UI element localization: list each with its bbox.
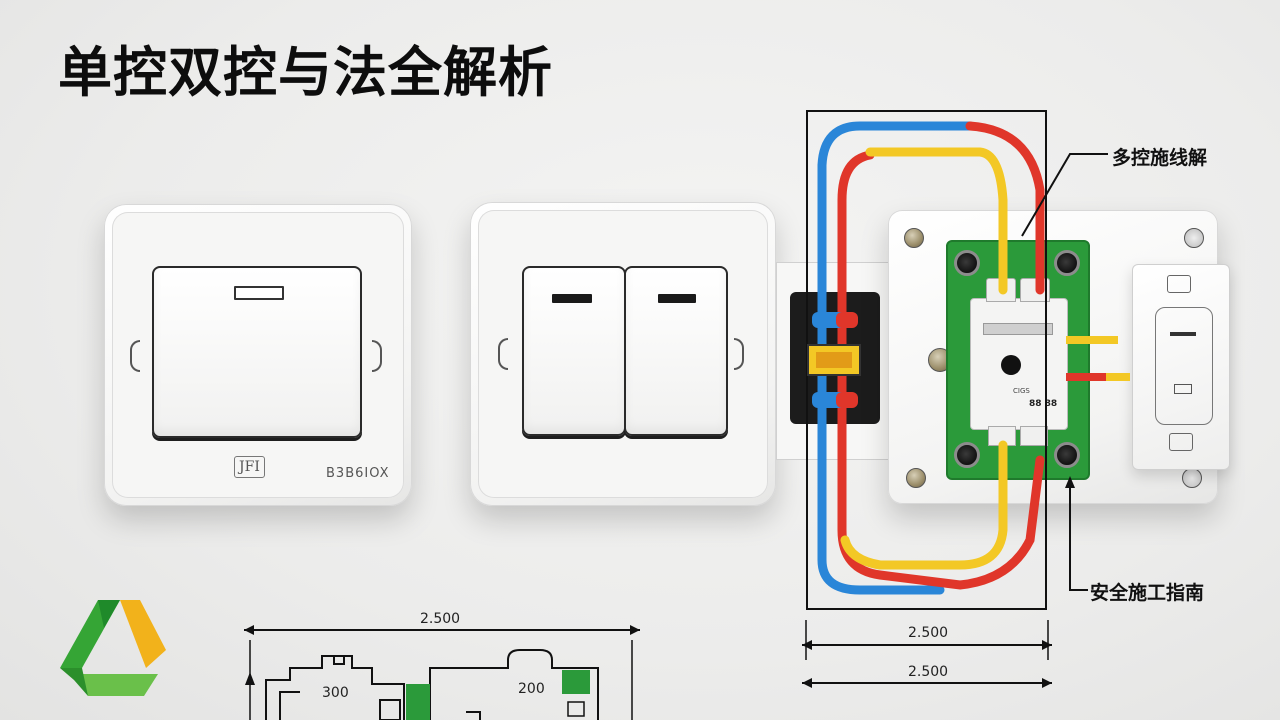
model-text: B3B6IOX xyxy=(326,466,390,481)
screw-icon xyxy=(1184,228,1204,248)
arrow-icon xyxy=(1065,476,1075,488)
junction-terminal xyxy=(836,392,858,408)
left-notch-icon xyxy=(130,340,140,372)
arrow-icon xyxy=(802,640,812,650)
left-rocker-button[interactable] xyxy=(522,266,626,436)
panel-button[interactable] xyxy=(1155,307,1213,425)
screw-icon xyxy=(904,228,924,248)
dim-label-right-lower: 2.500 xyxy=(908,664,949,680)
module-label: 88 88 xyxy=(1029,399,1058,409)
dim-label-bottom-left: 2.500 xyxy=(420,611,461,627)
control-module: CIGS 88 88 xyxy=(970,298,1068,430)
terminal-icon xyxy=(1054,250,1080,276)
screw-icon xyxy=(906,468,926,488)
module-display xyxy=(983,323,1053,335)
floor-plan xyxy=(265,649,599,720)
floor-plan-icon xyxy=(567,701,585,717)
logo-icon xyxy=(60,600,166,696)
callout-safety-guide: 安全施工指南 xyxy=(1090,582,1205,604)
panel-top-icon xyxy=(1167,275,1191,293)
indicator-icon xyxy=(658,294,696,303)
room-label-left: 300 xyxy=(322,685,349,701)
arrow-icon xyxy=(630,625,640,635)
room-label-right: 200 xyxy=(518,681,545,697)
indicator-icon xyxy=(234,286,284,300)
certification-mark: JFI xyxy=(234,456,265,478)
indicator-icon xyxy=(552,294,592,303)
blue-wire xyxy=(817,121,975,595)
yellow-wire xyxy=(865,147,1008,295)
single-switch-plate: JFI B3B6IOX xyxy=(104,204,412,506)
arrow-icon xyxy=(244,625,254,635)
panel-small-icon xyxy=(1174,384,1192,394)
red-wire xyxy=(837,150,1045,590)
left-notch-icon xyxy=(498,338,508,370)
junction-terminal xyxy=(816,352,852,368)
yellow-wire-bottom xyxy=(840,440,1008,570)
dim-label-right-upper: 2.500 xyxy=(908,625,949,641)
right-rocker-button[interactable] xyxy=(624,266,728,436)
module-button-icon[interactable] xyxy=(1001,355,1021,375)
arrow-icon xyxy=(1042,640,1052,650)
indicator-icon xyxy=(1170,332,1196,336)
terminal-icon xyxy=(954,442,980,468)
callout-line-bottom xyxy=(1069,478,1088,591)
junction-terminal xyxy=(836,312,858,328)
side-panel xyxy=(1132,264,1230,470)
red-wire-top xyxy=(965,121,1045,295)
arrow-icon xyxy=(1042,678,1052,688)
floor-plan-green-block xyxy=(562,670,590,694)
terminal-icon xyxy=(1054,442,1080,468)
floor-plan-green-block xyxy=(406,684,430,720)
page-title: 单控双控与法全解析 xyxy=(58,41,553,104)
callout-multi-control: 多控施线解 xyxy=(1112,147,1208,169)
bottom-connector xyxy=(1020,426,1048,446)
arrow-icon xyxy=(802,678,812,688)
arrow-icon xyxy=(245,672,255,685)
terminal-icon xyxy=(954,250,980,276)
double-switch-plate xyxy=(470,202,776,506)
panel-bottom-icon xyxy=(1169,433,1193,451)
module-code: CIGS xyxy=(1013,387,1030,395)
single-rocker-button[interactable] xyxy=(152,266,362,438)
callout-line-top xyxy=(1021,153,1108,237)
